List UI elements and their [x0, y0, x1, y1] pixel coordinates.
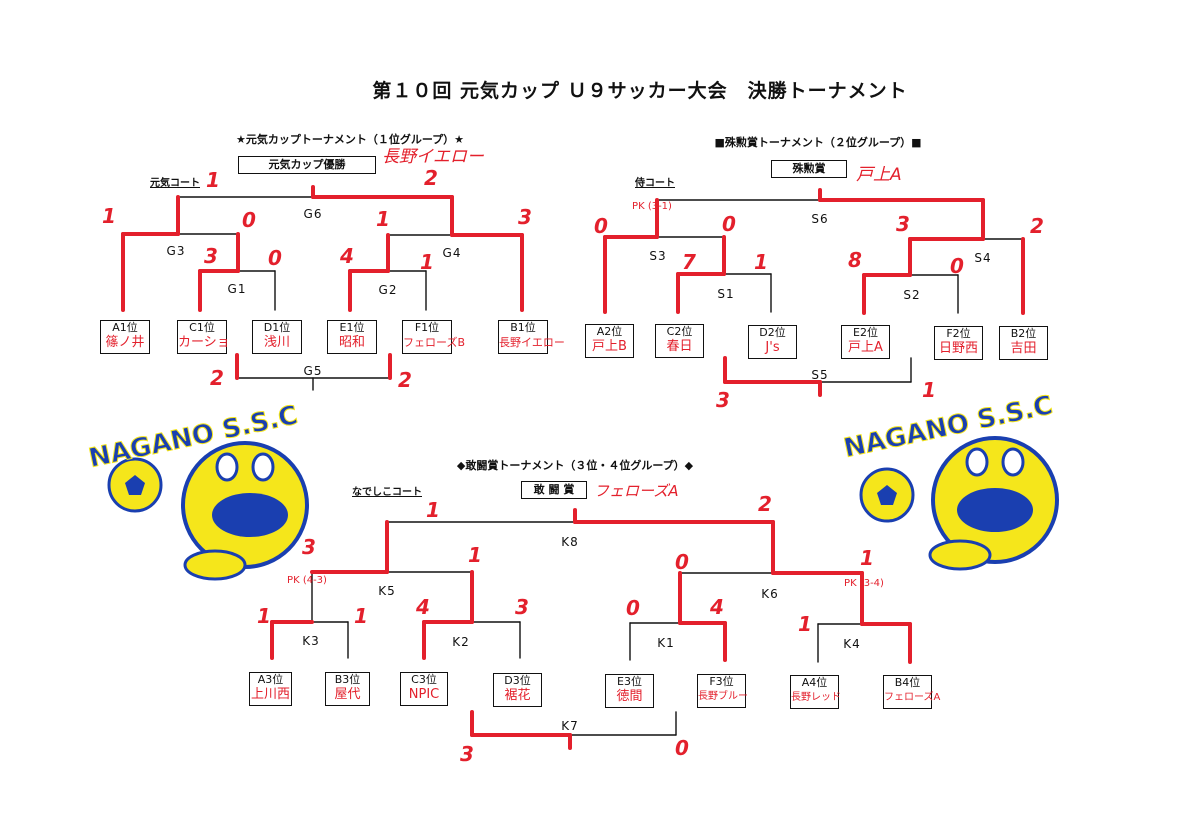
score: 3	[460, 742, 474, 766]
score: 0	[675, 550, 689, 574]
match-label: K6	[761, 587, 779, 601]
kantou-header: ◆敢闘賞トーナメント（３位・４位グループ）◆	[456, 459, 694, 472]
score: 2	[398, 368, 412, 392]
match-label: K8	[561, 535, 579, 549]
score: 2	[758, 492, 772, 516]
shukun-prize-label: 殊勲賞	[771, 160, 847, 178]
team-box: A2位戸上B	[585, 324, 634, 358]
pk-score: PK (4-3)	[287, 575, 327, 586]
team-box: E2位戸上A	[841, 325, 890, 359]
match-label: S2	[903, 288, 921, 302]
team-box: D1位浅川	[252, 320, 302, 354]
shukun-winner: 戸上A	[856, 165, 902, 185]
team-box: B2位吉田	[999, 326, 1048, 360]
match-label: S5	[811, 368, 829, 382]
genki-prize-label: 元気カップ優勝	[238, 156, 376, 174]
team-box: E1位昭和	[327, 320, 377, 354]
score: 1	[754, 250, 768, 274]
score: 0	[722, 212, 736, 236]
match-label: G2	[378, 283, 398, 297]
score: 1	[798, 612, 812, 636]
genki-winner: 長野イエロー	[382, 147, 484, 167]
score: 4	[710, 595, 724, 619]
genki-header: ★元気カップトーナメント（１位グループ）★	[235, 133, 465, 146]
match-label: G4	[442, 246, 462, 260]
score: 1	[860, 546, 874, 570]
score: 4	[416, 595, 430, 619]
match-label: G1	[227, 282, 247, 296]
score: 1	[376, 207, 390, 231]
score: 7	[682, 250, 696, 274]
team-box: B4位フェローズA	[883, 675, 940, 709]
nagano-ssc-logo-right: NAGANO S.S.C	[841, 390, 1059, 571]
genki-court: 元気コート	[150, 178, 200, 189]
team-box: F1位フェローズB	[402, 320, 465, 354]
team-box: A4位長野レッド	[790, 675, 841, 709]
team-box: E3位徳間	[605, 674, 654, 708]
match-label: S4	[974, 251, 992, 265]
score: 4	[340, 244, 354, 268]
match-label: G3	[166, 244, 186, 258]
match-label: K5	[378, 584, 396, 598]
score: 2	[424, 166, 438, 190]
nagano-ssc-logo-left: NAGANO S.S.C	[86, 400, 309, 581]
score: 0	[268, 246, 282, 270]
team-box: F2位日野西	[934, 326, 983, 360]
match-label: K3	[302, 634, 320, 648]
team-box: C2位春日	[655, 324, 704, 358]
score: 1	[257, 604, 271, 628]
match-label: S6	[811, 212, 829, 226]
match-label: G6	[303, 207, 323, 221]
match-label: G5	[303, 364, 323, 378]
score: 0	[950, 254, 964, 278]
score: 1	[420, 250, 434, 274]
kantou-winner: フェローズA	[594, 482, 679, 500]
kantou-prize-label: 敢 闘 賞	[521, 481, 587, 499]
team-box: A3位上川西	[249, 672, 292, 706]
match-label: S1	[717, 287, 735, 301]
score: 3	[204, 244, 218, 268]
match-label: K2	[452, 635, 470, 649]
score: 2	[210, 366, 224, 390]
shukun-header: ■殊勲賞トーナメント（２位グループ）■	[714, 136, 922, 149]
score: 1	[206, 168, 220, 192]
score: 0	[594, 214, 608, 238]
team-box: B1位長野イエロー	[498, 320, 565, 354]
pk-score: PK (3-4)	[844, 578, 884, 589]
team-box: C1位カーショ	[177, 320, 230, 354]
score: 2	[1030, 214, 1044, 238]
score: 3	[518, 205, 532, 229]
shukun-court: 侍コート	[635, 178, 675, 189]
match-label: K7	[561, 719, 579, 733]
score: 0	[675, 736, 689, 760]
match-label: K4	[843, 637, 861, 651]
score: 1	[354, 604, 368, 628]
score: 0	[242, 208, 256, 232]
score: 3	[716, 388, 730, 412]
team-box: F3位長野ブルー	[697, 674, 748, 708]
page-title: 第１０回 元気カップ Ｕ９サッカー大会 決勝トーナメント	[372, 80, 908, 102]
score: 3	[302, 535, 316, 559]
score: 8	[848, 248, 862, 272]
match-label: S3	[649, 249, 667, 263]
pk-score: PK (3-1)	[632, 201, 672, 212]
score: 1	[102, 204, 116, 228]
team-box: A1位篠ノ井	[100, 320, 150, 354]
score: 1	[922, 378, 936, 402]
team-box: B3位屋代	[325, 672, 370, 706]
score: 1	[426, 498, 440, 522]
score: 3	[896, 212, 910, 236]
score: 1	[468, 543, 482, 567]
score: 3	[515, 595, 529, 619]
kantou-court: なでしこコート	[352, 487, 422, 498]
score: 0	[626, 596, 640, 620]
match-label: K1	[657, 636, 675, 650]
team-box: D3位裾花	[493, 673, 542, 707]
